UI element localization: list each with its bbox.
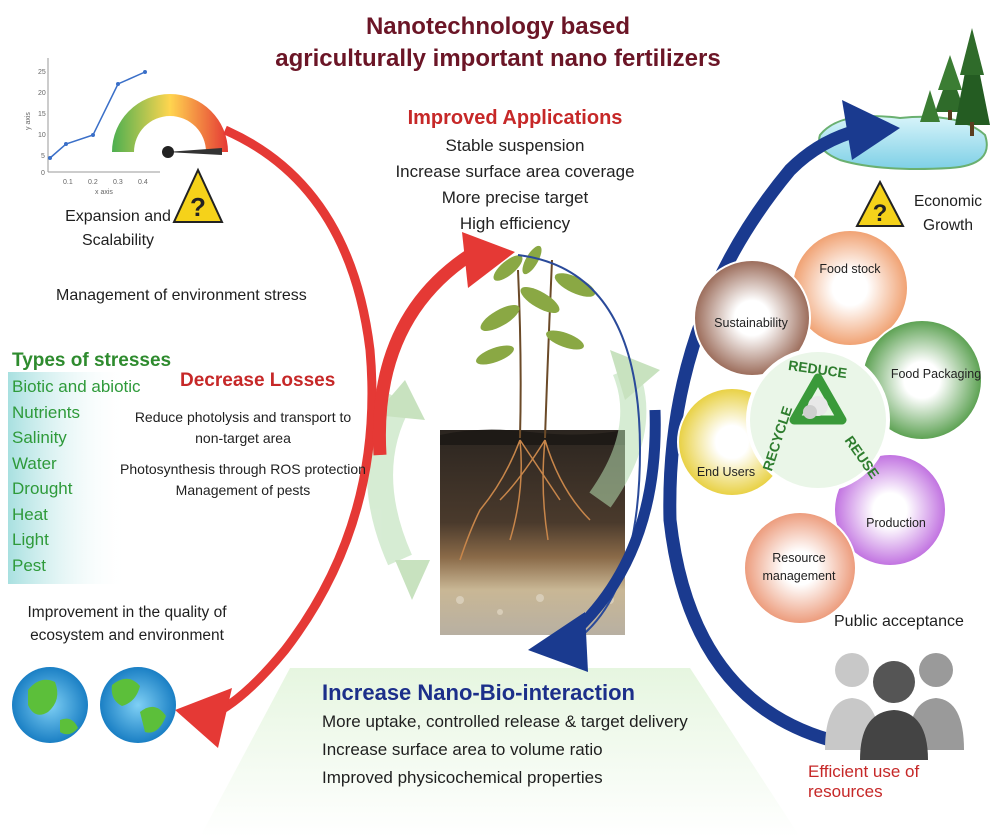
decrease-losses-line-2: non-target area bbox=[195, 430, 291, 446]
decrease-losses-line-1: Reduce photolysis and transport to bbox=[134, 409, 352, 425]
mini-line-chart: 25 20 15 10 5 0 0.1 0.2 0.3 0.4 x axis y axis bbox=[25, 58, 160, 196]
blue-arrowhead-top bbox=[842, 100, 900, 160]
green-cycle-arrow-right bbox=[589, 350, 660, 508]
ecosystem-label: Improvement in the quality of ecosystem … bbox=[12, 601, 242, 647]
ecosystem-line-2: ecosystem and environment bbox=[30, 627, 224, 644]
decrease-losses-line-3: Photosynthesis through ROS protection bbox=[120, 461, 366, 477]
nano-bio-heading: Increase Nano-Bio-interaction bbox=[322, 680, 635, 705]
stresses-heading: Types of stresses bbox=[12, 350, 172, 371]
title-line-1: Nanotechnology based bbox=[365, 13, 631, 40]
svg-text:?: ? bbox=[873, 200, 888, 227]
svg-text:?: ? bbox=[190, 192, 206, 222]
decrease-losses-body: Reduce photolysis and transport to non-t… bbox=[118, 407, 368, 501]
improved-applications: Improved Applications Stable suspension … bbox=[380, 103, 650, 237]
types-of-stresses: Types of stresses Biotic and abiotic Nut… bbox=[12, 348, 171, 578]
svg-text:0.2: 0.2 bbox=[88, 179, 98, 186]
svg-text:x axis: x axis bbox=[95, 189, 113, 196]
petal-end-users: End Users bbox=[696, 465, 756, 479]
efficient-use-label: Efficient use of resources bbox=[808, 762, 920, 801]
list-item: Heat bbox=[12, 504, 48, 524]
decrease-losses-heading: Decrease Losses bbox=[180, 370, 336, 391]
stresses-panel bbox=[8, 372, 128, 584]
recycle-icon bbox=[789, 373, 847, 425]
svg-text:15: 15 bbox=[38, 111, 46, 118]
svg-text:y axis: y axis bbox=[25, 112, 32, 130]
list-item: Increase surface area to volume ratio bbox=[322, 740, 603, 759]
blue-arrow-large bbox=[663, 123, 862, 747]
decrease-losses-line-4: Management of pests bbox=[175, 482, 311, 498]
svg-text:0.4: 0.4 bbox=[138, 179, 148, 186]
list-item: Increase surface area coverage bbox=[395, 162, 635, 181]
svg-text:0: 0 bbox=[41, 170, 45, 177]
list-item: Improved physicochemical properties bbox=[322, 768, 603, 787]
people-icon bbox=[825, 653, 964, 760]
gauge-icon bbox=[112, 94, 228, 158]
blue-thin-ring bbox=[517, 254, 642, 651]
list-item: Drought bbox=[12, 479, 73, 498]
petal-food-stock: Food stock bbox=[819, 262, 881, 276]
list-item: Salinity bbox=[12, 428, 67, 447]
svg-text:5: 5 bbox=[41, 153, 45, 160]
petal-sustainability: Sustainability bbox=[714, 316, 788, 330]
economic-growth-line-2: Growth bbox=[923, 217, 973, 234]
petal-food-packaging: Food Packaging bbox=[890, 367, 982, 381]
expansion-line-2: Scalability bbox=[81, 232, 155, 249]
red-arrowhead-bottom bbox=[175, 688, 232, 748]
green-cycle-arrow-left bbox=[367, 380, 430, 600]
red-arrow-inner bbox=[372, 249, 474, 456]
globe-icon bbox=[12, 667, 88, 743]
management-env-stress: Management of environment stress bbox=[56, 287, 307, 304]
public-acceptance-label: Public acceptance bbox=[834, 613, 964, 630]
economic-growth-line-1: Economic bbox=[913, 193, 983, 210]
list-item: Water bbox=[12, 453, 57, 473]
list-item: Stable suspension bbox=[445, 136, 585, 155]
soil-plant-image bbox=[440, 245, 625, 635]
globe-icon bbox=[100, 667, 176, 743]
title-line-2: agriculturally important nano fertilizer… bbox=[275, 45, 721, 72]
list-item: Nutrients bbox=[12, 402, 81, 422]
improved-applications-heading: Improved Applications bbox=[407, 107, 623, 129]
list-item: More uptake, controlled release & target… bbox=[322, 712, 688, 731]
svg-text:0.3: 0.3 bbox=[113, 179, 123, 186]
economic-growth-label: Economic Growth bbox=[908, 190, 988, 238]
warning-icon: ? bbox=[172, 167, 224, 223]
ecosystem-line-1: Improvement in the quality of bbox=[27, 604, 227, 621]
red-arrowhead-top bbox=[462, 232, 515, 288]
svg-text:20: 20 bbox=[38, 90, 46, 97]
list-item: More precise target bbox=[441, 188, 589, 207]
list-item: Biotic and abiotic bbox=[12, 377, 141, 396]
blue-arrowhead-bottom bbox=[528, 612, 588, 672]
expansion-line-1: Expansion and bbox=[65, 208, 171, 225]
petal-flower bbox=[677, 229, 983, 625]
list-item: Pest bbox=[12, 555, 47, 575]
svg-text:0.1: 0.1 bbox=[63, 179, 73, 186]
main-title: Nanotechnology based agriculturally impo… bbox=[0, 12, 996, 74]
red-arrow-large bbox=[203, 125, 377, 723]
warning-icon: ? bbox=[855, 179, 905, 227]
list-item: High efficiency bbox=[459, 214, 571, 233]
petal-resource-line-1: Resource bbox=[772, 551, 826, 565]
nano-bio-band bbox=[200, 668, 800, 837]
petal-resource-management: Resource management bbox=[752, 549, 846, 585]
svg-text:10: 10 bbox=[38, 132, 46, 139]
petal-resource-line-2: management bbox=[762, 569, 836, 583]
svg-text:25: 25 bbox=[38, 69, 46, 76]
blue-arrow-inner bbox=[561, 409, 661, 645]
nano-bio-interaction: Increase Nano-Bio-interaction More uptak… bbox=[322, 678, 742, 792]
expansion-label: Expansion and Scalability bbox=[48, 205, 188, 253]
petal-production: Production bbox=[866, 516, 926, 530]
list-item: Light bbox=[12, 530, 49, 549]
